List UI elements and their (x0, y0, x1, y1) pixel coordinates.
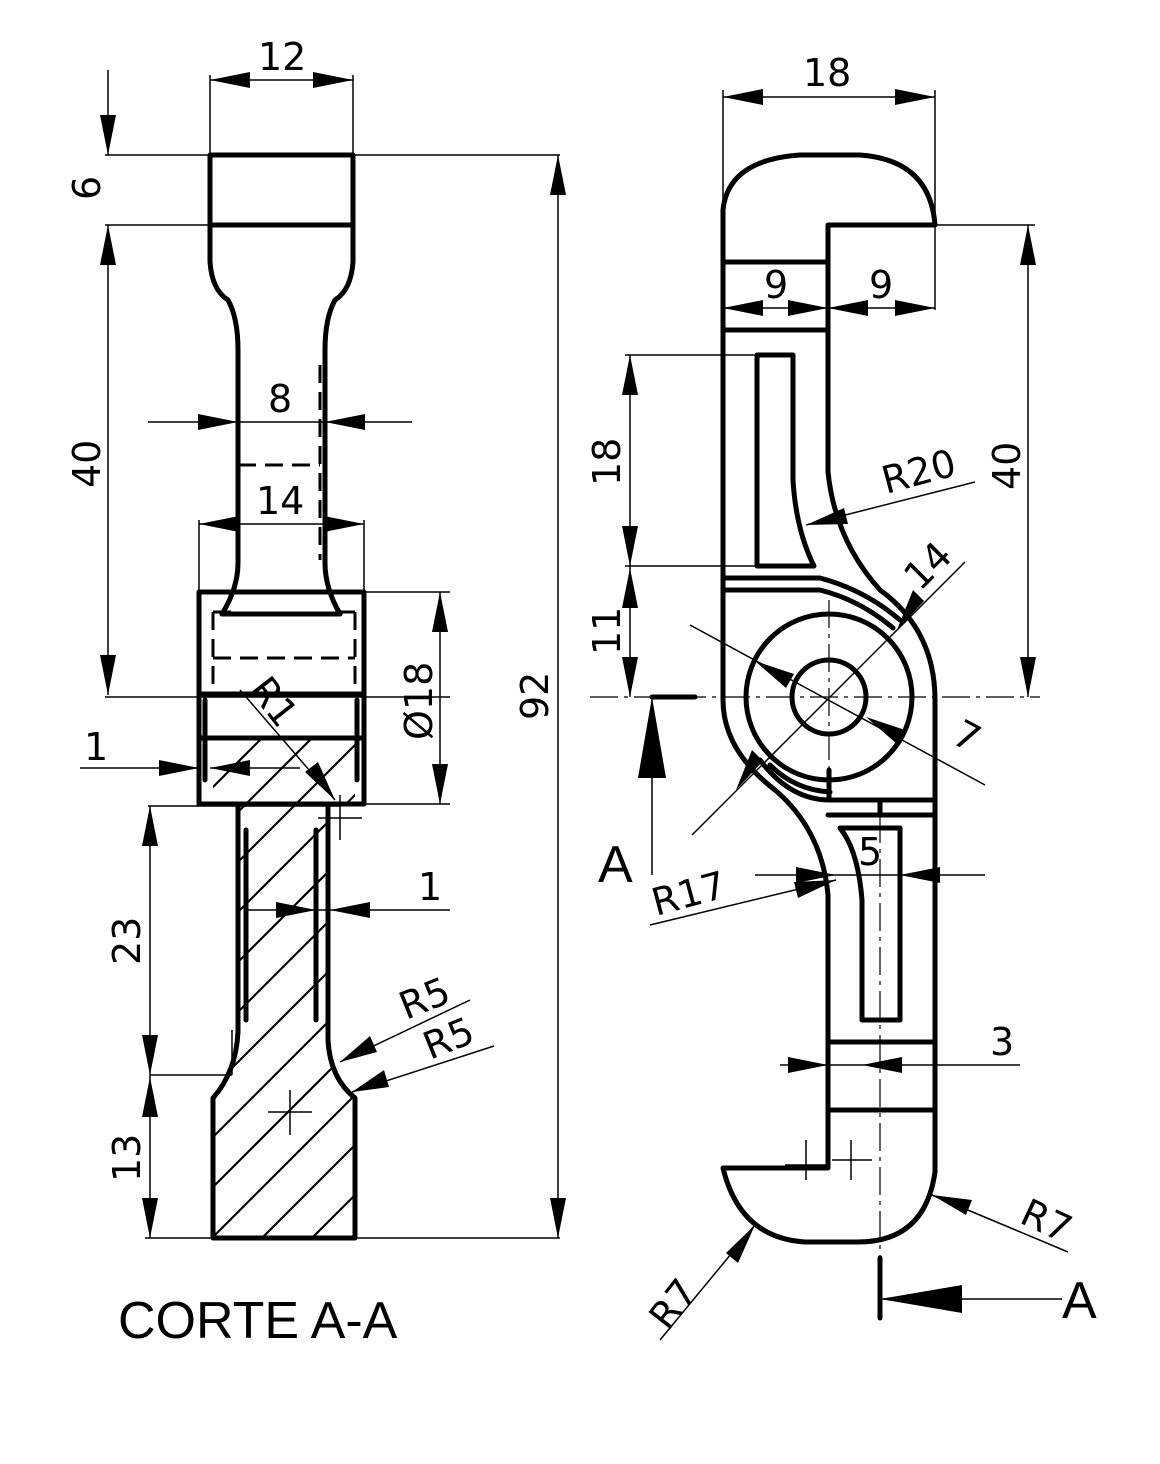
dim-slot-9-left: 9 (764, 263, 788, 307)
dim-gap-1-left: 1 (84, 725, 108, 769)
dim-gap-1-right: 1 (418, 865, 442, 909)
dim-height-40-left: 40 (65, 440, 109, 488)
dim-diameter-7: 7 (946, 711, 988, 761)
center-marks (268, 795, 362, 1135)
dim-height-18-right: 18 (585, 438, 629, 486)
section-mark-left: A (598, 836, 633, 894)
dim-radius-r7-right: R7 (1014, 1190, 1078, 1251)
dim-height-11: 11 (585, 607, 629, 655)
dim-hub-14: 14 (256, 479, 304, 523)
section-view: 12 6 40 8 14 R1 Ø18 1 1 23 13 R5 R5 92 C… (65, 35, 566, 1350)
dim-diameter-14: 14 (895, 533, 960, 598)
dim-height-23: 23 (105, 917, 149, 965)
dim-width-5: 5 (858, 830, 882, 874)
section-dimension-lines (80, 70, 566, 1239)
dim-width-3: 3 (990, 1020, 1014, 1064)
dim-radius-r7-left: R7 (640, 1271, 706, 1338)
front-dimension-lines (622, 89, 1069, 1341)
dim-slot-9-right: 9 (869, 263, 893, 307)
front-view: 18 9 9 18 11 R20 14 40 7 5 R17 3 R7 R7 A… (585, 51, 1097, 1341)
dim-height-13: 13 (105, 1134, 149, 1182)
section-mark-right: A (1062, 1272, 1097, 1330)
section-hatching (213, 738, 355, 1238)
section-hidden-lines (211, 355, 357, 690)
dim-height-40-right: 40 (985, 442, 1029, 490)
dim-radius-r17: R17 (647, 863, 731, 925)
dim-width-top: 12 (258, 35, 306, 79)
dim-radius-r1: R1 (241, 668, 307, 735)
dim-radius-r20: R20 (877, 441, 961, 503)
dim-height-top: 6 (65, 176, 109, 200)
dim-diameter-18: Ø18 (397, 662, 441, 740)
dim-total-92: 92 (513, 672, 557, 720)
dim-width-18: 18 (803, 51, 851, 95)
section-title: CORTE A-A (118, 1292, 398, 1350)
dim-neck-8: 8 (268, 377, 292, 421)
section-cut-markers (638, 694, 1062, 1321)
